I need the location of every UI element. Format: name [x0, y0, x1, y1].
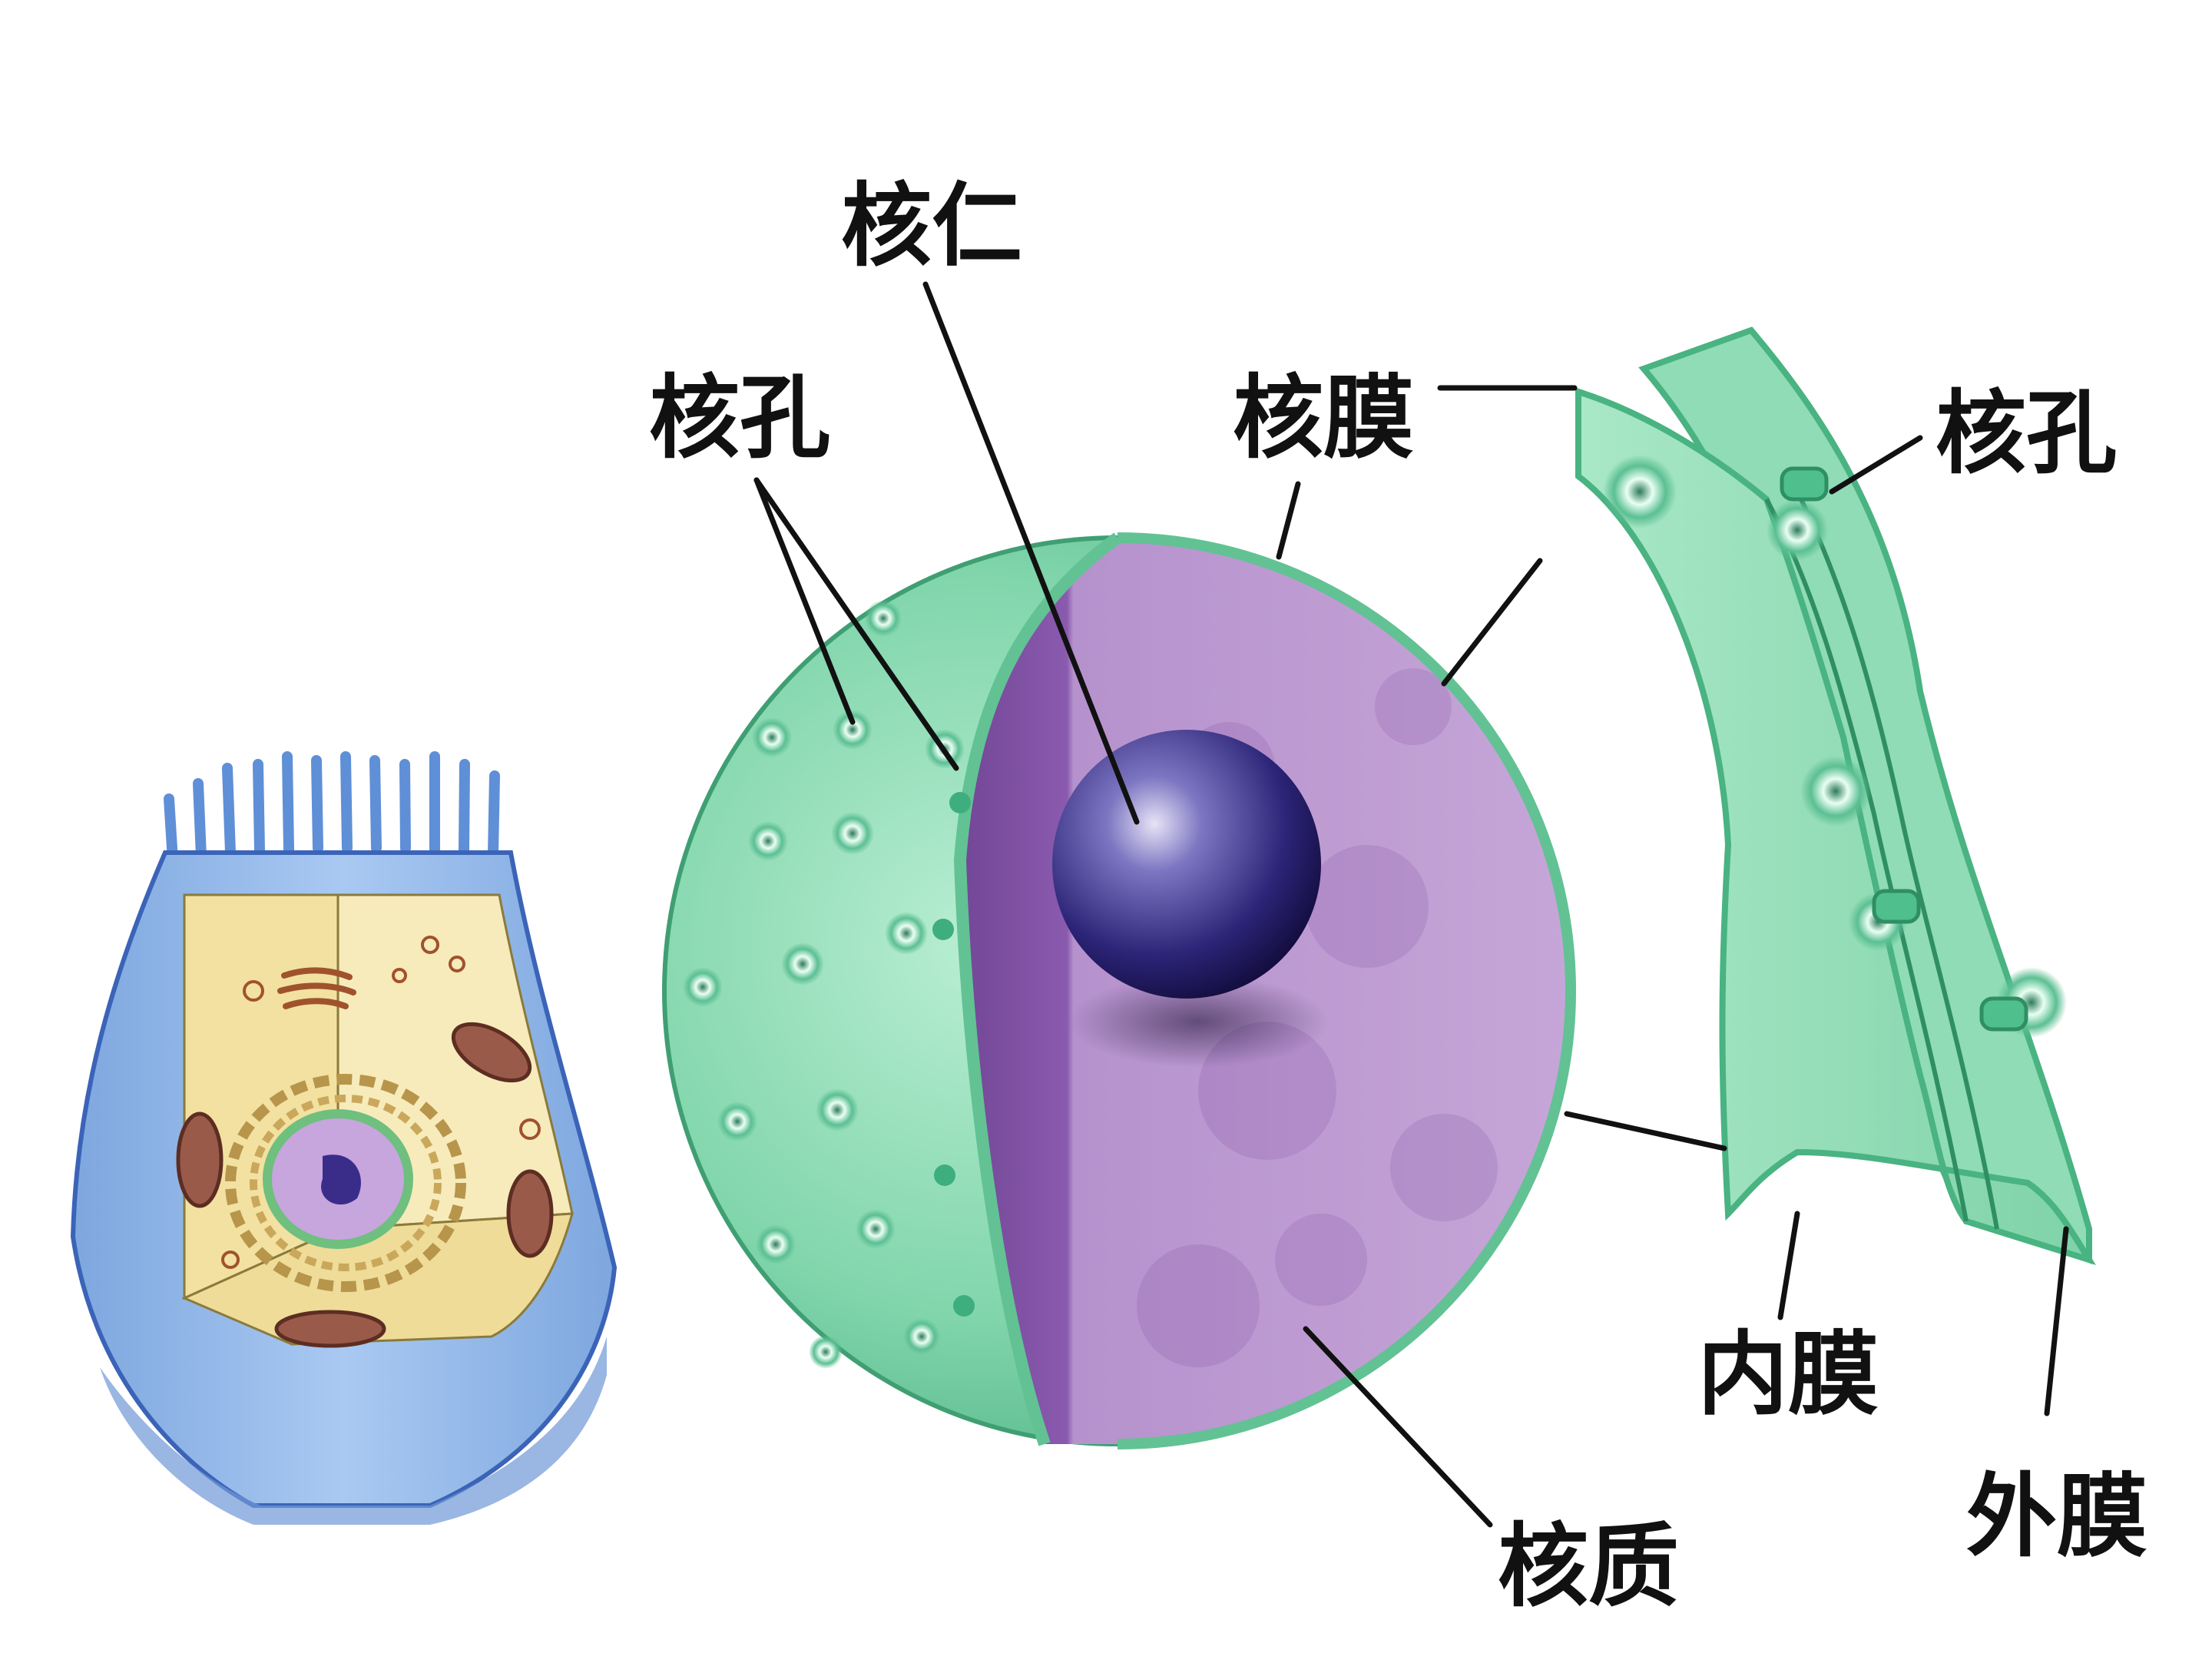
leader-envelope-sheet-a	[1441, 558, 1543, 687]
leader-envelope-sphere	[1276, 481, 1301, 560]
surface-pores	[683, 600, 965, 1369]
label-nuclear-pore-left: 核孔	[649, 365, 831, 471]
sheet-pores	[1603, 455, 2067, 1038]
cell-illustration	[70, 751, 618, 1525]
label-nucleoplasm: 核质	[1498, 1513, 1680, 1619]
label-inner-membrane: 内膜	[1697, 1321, 1879, 1427]
leader-envelope-sheet-b	[1564, 1111, 1727, 1151]
leader-pore-left-b	[753, 477, 959, 771]
leader-lines	[753, 281, 2069, 1528]
leader-nucleolus	[922, 281, 1140, 825]
leader-pore-left-a	[753, 477, 856, 725]
nucleolus	[1052, 730, 1321, 999]
leader-inner	[1777, 1211, 1800, 1320]
envelope-section	[1575, 326, 2096, 1265]
leader-nucleoplasm	[1303, 1326, 1493, 1528]
leader-pore-right	[1829, 435, 1923, 495]
label-nuclear-envelope: 核膜	[1233, 365, 1415, 471]
label-outer-membrane: 外膜	[1966, 1463, 2148, 1569]
label-nuclear-pore-right: 核孔	[1936, 380, 2118, 486]
microvilli	[164, 751, 500, 866]
leader-outer	[2044, 1226, 2069, 1416]
nucleus-sphere	[662, 532, 1576, 1449]
label-nucleolus: 核仁	[841, 173, 1023, 279]
